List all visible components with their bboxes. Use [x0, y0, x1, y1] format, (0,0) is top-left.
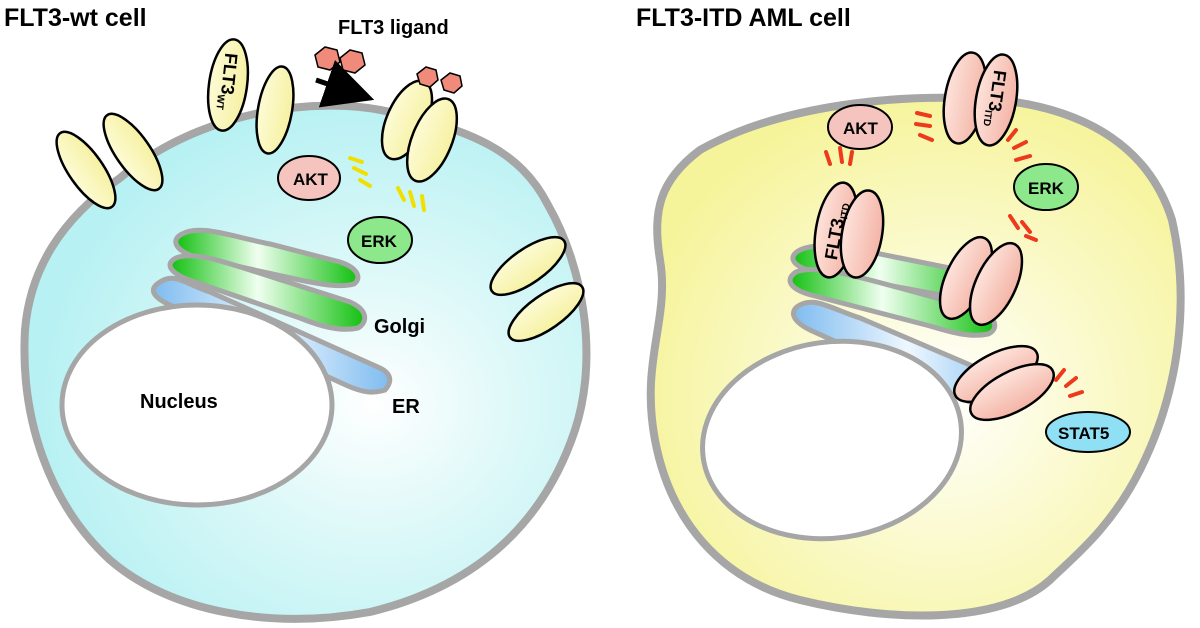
itd-akt-label: AKT: [843, 119, 879, 138]
wt-golgi-label: Golgi: [374, 316, 425, 338]
wt-nucleus-label: Nucleus: [140, 391, 218, 413]
itd-receptor: [839, 189, 885, 279]
wt-receptor-label: FLT3: [217, 52, 241, 96]
itd-erk-label: ERK: [1028, 179, 1065, 198]
ligand-icon: [339, 49, 366, 74]
itd-stat5-label: STAT5: [1058, 424, 1109, 443]
right-panel-title: FLT3-ITD AML cell: [636, 4, 851, 32]
wt-akt-badge: [277, 155, 341, 201]
wt-receptor: [55, 130, 117, 210]
wt-golgi-2: [167, 253, 368, 332]
wt-akt-label: AKT: [293, 170, 329, 189]
wt-erk-label: ERK: [361, 232, 398, 251]
wt-receptor: [489, 235, 567, 297]
itd-receptor-labeled: [973, 53, 1019, 147]
itd-erk-badge: [1013, 163, 1079, 211]
left-panel-title: FLT3-wt cell: [4, 4, 147, 32]
itd-akt-badge: [827, 104, 893, 150]
binding-arrow-icon: [315, 60, 375, 108]
wt-receptor-labeled: [206, 38, 250, 132]
itd-nucleus: [700, 338, 964, 542]
wt-receptor: [102, 112, 164, 192]
itd-receptor-sup-golgi: ITD: [839, 202, 853, 220]
wt-receptor: [507, 281, 585, 343]
itd-receptor-sup-top: ITD: [980, 109, 993, 126]
wt-signal-marks: [348, 156, 426, 212]
wt-receptor-sup: WT: [213, 94, 226, 111]
wt-er-label: ER: [392, 396, 420, 418]
wt-receptor: [255, 65, 295, 155]
wt-erk-badge: [347, 216, 413, 264]
ligand-icon: [314, 46, 341, 71]
itd-signal-marks: [824, 111, 1084, 398]
itd-receptor: [968, 241, 1024, 327]
ligand-label: FLT3 ligand: [338, 17, 449, 39]
wt-nucleus: [59, 302, 335, 508]
itd-receptor: [969, 362, 1055, 422]
bound-ligand-icon: [416, 66, 439, 88]
wt-dimer-receptor: [405, 97, 459, 183]
bound-ligand-icon: [440, 72, 463, 94]
itd-stat5-badge: [1045, 411, 1131, 453]
